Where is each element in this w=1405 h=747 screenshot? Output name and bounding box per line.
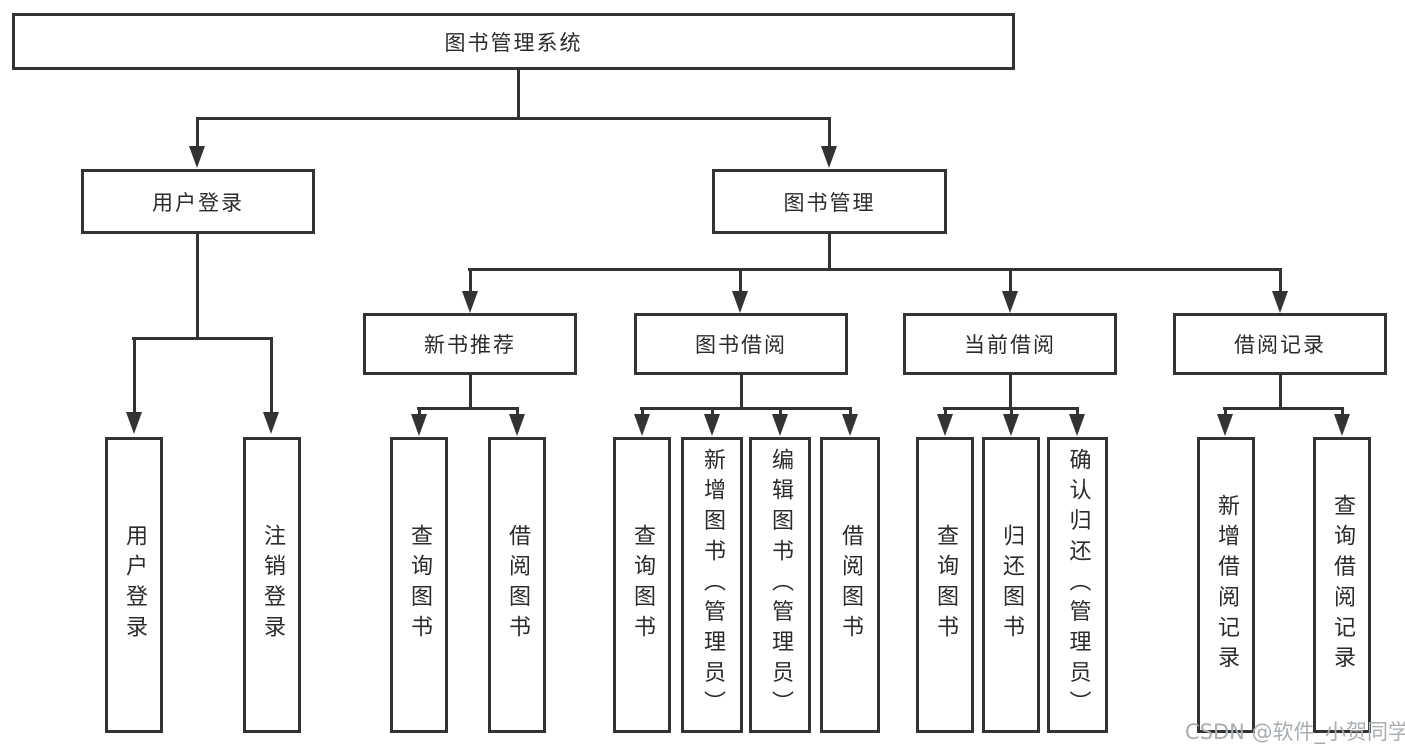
connector-stub [711,407,714,416]
connector-stub [1010,407,1013,416]
leaf-label: 查询图书 [407,524,432,646]
leaf-label: 用户登录 [122,524,147,646]
node-label: 当前借阅 [964,333,1056,357]
leaf-label: 新增图书（管理员） [700,448,725,722]
arrow-down-icon [411,414,427,436]
node-label: 图书管理系统 [444,30,583,55]
connector-stub [1279,268,1282,292]
arrow-down-icon [263,412,279,434]
connector-stub [196,117,199,147]
connector-stub [469,268,472,292]
arrow-down-icon [704,414,720,436]
node-current-borrowing: 当前借阅 [903,313,1117,375]
arrow-down-icon [842,414,858,436]
leaf-return-books: 归还图书 [982,437,1040,733]
connector-stub [133,337,136,413]
leaf-user-login: 用户登录 [105,437,163,733]
connector-stub [1076,407,1079,416]
arrow-down-icon [772,414,788,436]
node-borrowing-records: 借阅记录 [1173,313,1387,375]
node-label: 借阅记录 [1234,333,1326,357]
connector-bar-user-login [132,337,273,340]
leaf-query-books-recommend: 查询图书 [390,437,448,733]
leaf-query-borrow-record: 查询借阅记录 [1313,437,1371,733]
connector-bar-book-management [468,268,1281,271]
connector-stem-book-management [828,234,831,270]
connector-stem-new-book-recommend [469,375,472,409]
arrow-down-icon [1002,291,1018,313]
leaf-label: 新增借阅记录 [1214,493,1239,677]
connector-stem-current-borrowing [1009,375,1012,409]
leaf-edit-books-admin: 编辑图书（管理员） [749,437,811,733]
node-book-borrowing: 图书借阅 [634,313,848,375]
arrow-down-icon [1217,414,1233,436]
node-label: 新书推荐 [424,333,516,357]
arrow-down-icon [126,412,142,434]
arrow-down-icon [1334,414,1350,436]
leaf-query-books-current: 查询图书 [916,437,974,733]
connector-stem-root [517,70,520,118]
connector-stub [1224,407,1227,416]
leaf-label: 查询图书 [630,524,655,646]
arrow-down-icon [821,146,837,168]
connector-stub [1341,407,1344,416]
arrow-down-icon [509,414,525,436]
node-library-management-system: 图书管理系统 [12,13,1015,70]
node-new-book-recommend: 新书推荐 [363,313,577,375]
connector-stem-borrowing-records [1279,375,1282,409]
connector-stub [739,268,742,292]
arrow-down-icon [1272,291,1288,313]
node-label: 用户登录 [152,190,244,215]
leaf-borrow-books-recommend: 借阅图书 [488,437,546,733]
node-label: 图书借阅 [695,333,787,357]
connector-stem-user-login [196,234,199,339]
leaf-add-borrow-record: 新增借阅记录 [1197,437,1255,733]
arrow-down-icon [634,414,650,436]
leaf-label: 查询图书 [933,524,958,646]
connector-bar-root [196,117,831,120]
arrow-down-icon [937,414,953,436]
connector-bar-new-book-recommend [417,407,519,410]
connector-stub [779,407,782,416]
leaf-query-books-borrow: 查询图书 [613,437,671,733]
arrow-down-icon [462,291,478,313]
leaf-logout: 注销登录 [243,437,301,733]
connector-stub [849,407,852,416]
connector-stub [418,407,421,416]
arrow-down-icon [732,291,748,313]
leaf-label: 编辑图书（管理员） [768,448,793,722]
connector-stub [516,407,519,416]
leaf-label: 查询借阅记录 [1330,493,1355,677]
arrow-down-icon [1003,414,1019,436]
connector-stub [828,117,831,147]
leaf-add-books-admin: 新增图书（管理员） [681,437,743,733]
connector-stub [1009,268,1012,292]
connector-bar-borrowing-records [1223,407,1344,410]
arrow-down-icon [1069,414,1085,436]
leaf-borrow-books: 借阅图书 [820,437,880,733]
arrow-down-icon [189,146,205,168]
node-book-management: 图书管理 [712,169,947,234]
leaf-label: 归还图书 [999,524,1024,646]
leaf-confirm-return-admin: 确认归还（管理员） [1047,437,1108,733]
csdn-watermark: CSDN @软件_小贺同学 [1185,720,1405,744]
leaf-label: 借阅图书 [838,524,863,646]
connector-stub [641,407,644,416]
node-user-login: 用户登录 [81,169,315,234]
leaf-label: 借阅图书 [505,524,530,646]
node-label: 图书管理 [783,190,876,215]
connector-bar-book-borrowing [640,407,852,410]
connector-stem-book-borrowing [740,375,743,409]
connector-stub [270,337,273,413]
leaf-label: 确认归还（管理员） [1065,448,1091,722]
leaf-label: 注销登录 [260,524,285,646]
connector-stub [944,407,947,416]
